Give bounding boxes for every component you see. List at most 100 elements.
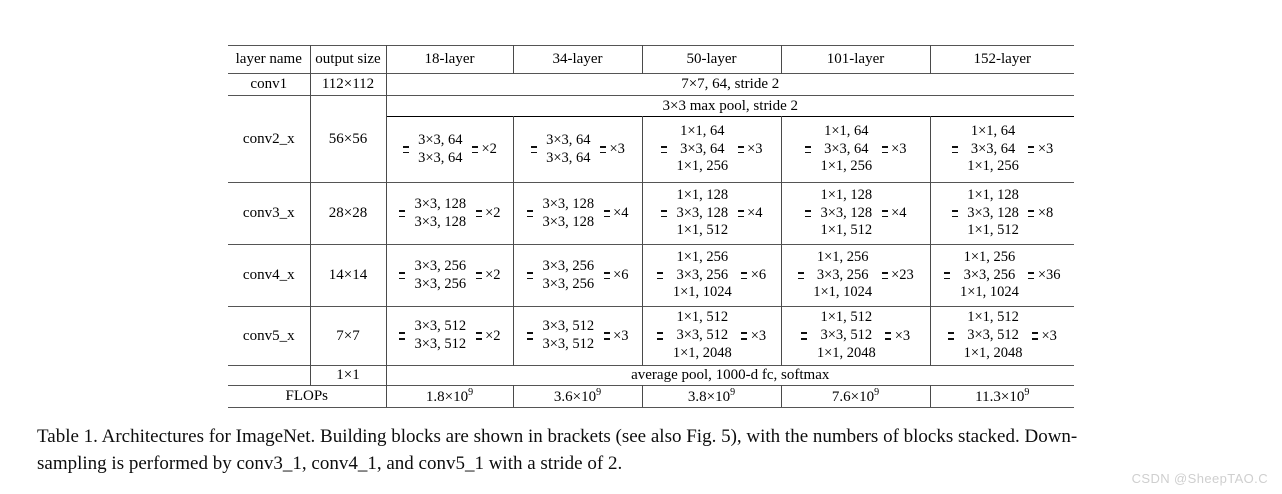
block-lines: 3×3, 128 3×3, 128 bbox=[536, 194, 600, 233]
cell-block-conv5-34: 3×3, 512 3×3, 512 ×3 bbox=[512, 306, 643, 366]
block-multiplier: ×3 bbox=[891, 141, 907, 158]
block-multiplier: ×6 bbox=[613, 267, 629, 284]
cell-block-conv2-18: 3×3, 64 3×3, 64 ×2 bbox=[385, 116, 514, 183]
block-multiplier: ×4 bbox=[891, 205, 907, 222]
block-lines: 1×1, 64 3×3, 64 1×1, 256 bbox=[670, 121, 734, 178]
block-lines: 1×1, 128 3×3, 128 1×1, 512 bbox=[961, 185, 1025, 242]
block-line: 3×3, 64 bbox=[824, 140, 869, 157]
block-line: 1×1, 128 bbox=[967, 186, 1019, 203]
table-row-conv2: 3×3, 64 3×3, 64 ×2 3×3, 64 3×3, 64 bbox=[228, 116, 1074, 183]
table-row-conv4: conv4_x 14×14 3×3, 256 3×3, 256 ×2 bbox=[228, 244, 1074, 307]
block-multiplier: ×3 bbox=[1041, 327, 1057, 344]
block-line: 1×1, 256 bbox=[820, 158, 873, 175]
caption-line-1: Table 1. Architectures for ImageNet. Bui… bbox=[37, 426, 1078, 447]
block-line: 3×3, 256 bbox=[414, 275, 467, 292]
block-lines: 3×3, 64 3×3, 64 bbox=[412, 130, 468, 169]
block-multiplier: ×2 bbox=[481, 141, 497, 158]
cell-output-size-avgpool: 1×1 bbox=[309, 365, 387, 386]
block-line: 3×3, 512 bbox=[414, 336, 467, 352]
block-lines: 3×3, 512 3×3, 512 bbox=[536, 316, 600, 355]
block-lines: 1×1, 512 3×3, 512 1×1, 2048 bbox=[811, 307, 882, 364]
block-line: 3×3, 512 bbox=[542, 336, 595, 352]
column-header-18-layer: 18-layer bbox=[385, 45, 514, 74]
column-header-50-layer: 50-layer bbox=[641, 45, 782, 74]
table-row-conv1: conv1 112×112 7×7, 64, stride 2 bbox=[228, 73, 1074, 96]
cell-block-conv3-34: 3×3, 128 3×3, 128 ×4 bbox=[512, 182, 643, 245]
cell-block-conv4-101: 1×1, 256 3×3, 256 1×1, 1024 ×23 bbox=[780, 244, 931, 307]
block-line: 3×3, 64 bbox=[970, 140, 1016, 157]
block-lines: 3×3, 64 3×3, 64 bbox=[540, 130, 596, 169]
cell-spec-maxpool: 3×3 max pool, stride 2 bbox=[385, 95, 1074, 117]
block-lines: 3×3, 256 3×3, 256 bbox=[408, 256, 472, 295]
column-header-34-layer: 34-layer bbox=[512, 45, 643, 74]
block-lines: 1×1, 512 3×3, 512 1×1, 2048 bbox=[667, 307, 738, 364]
cell-flops-101: 7.6×109 bbox=[780, 385, 931, 408]
block-lines: 3×3, 512 3×3, 512 bbox=[408, 316, 472, 355]
block-multiplier: ×4 bbox=[747, 205, 763, 222]
table-row-conv5: conv5_x 7×7 3×3, 512 3×3, 512 ×2 bbox=[228, 306, 1074, 366]
architecture-table: layer name output size 18-layer 34-layer… bbox=[228, 45, 1074, 408]
cell-block-conv5-18: 3×3, 512 3×3, 512 ×2 bbox=[385, 306, 514, 366]
block-line: 3×3, 128 bbox=[414, 195, 467, 212]
block-multiplier: ×3 bbox=[894, 327, 911, 344]
flops-exponent: 9 bbox=[1024, 386, 1030, 398]
cell-layer-name-conv2: conv2_x bbox=[228, 95, 311, 183]
block-line: 1×1, 64 bbox=[970, 122, 1016, 139]
flops-mantissa: 3.8×10 bbox=[687, 388, 731, 405]
block-line: 1×1, 512 bbox=[820, 309, 873, 326]
block-lines: 1×1, 256 3×3, 256 1×1, 1024 bbox=[954, 247, 1025, 304]
block-line: 3×3, 512 bbox=[676, 327, 729, 344]
cell-flops-18: 1.8×109 bbox=[385, 385, 514, 408]
flops-exponent: 9 bbox=[468, 386, 474, 398]
block-multiplier: ×4 bbox=[613, 205, 629, 222]
cell-output-size-conv5: 7×7 bbox=[309, 306, 387, 366]
block-multiplier: ×2 bbox=[485, 267, 501, 284]
block-multiplier: ×8 bbox=[1037, 205, 1054, 222]
architecture-table-container: layer name output size 18-layer 34-layer… bbox=[228, 45, 1074, 408]
block-line: 3×3, 128 bbox=[542, 213, 595, 230]
block-multiplier: ×3 bbox=[1037, 141, 1054, 158]
cell-output-size-conv2: 56×56 bbox=[309, 95, 387, 183]
block-line: 1×1, 512 bbox=[676, 222, 729, 239]
block-multiplier: ×2 bbox=[485, 205, 501, 222]
column-header-layer-name: layer name bbox=[228, 45, 311, 74]
cell-block-conv4-34: 3×3, 256 3×3, 256 ×6 bbox=[512, 244, 643, 307]
block-multiplier: ×23 bbox=[891, 267, 914, 284]
block-line: 3×3, 64 bbox=[418, 131, 463, 148]
cell-block-conv2-50: 1×1, 64 3×3, 64 1×1, 256 ×3 bbox=[641, 116, 782, 183]
flops-exponent: 9 bbox=[596, 386, 602, 398]
cell-block-conv2-152: 1×1, 64 3×3, 64 1×1, 256 ×3 bbox=[929, 116, 1074, 183]
csdn-watermark: CSDN @SheepTAO.C bbox=[1131, 471, 1268, 486]
block-line: 3×3, 256 bbox=[963, 266, 1016, 283]
block-line: 1×1, 2048 bbox=[672, 344, 732, 361]
cell-block-conv4-50: 1×1, 256 3×3, 256 1×1, 1024 ×6 bbox=[641, 244, 782, 307]
cell-block-conv5-101: 1×1, 512 3×3, 512 1×1, 2048 ×3 bbox=[780, 306, 931, 366]
block-lines: 1×1, 64 3×3, 64 1×1, 256 bbox=[814, 121, 878, 178]
cell-flops-label: FLOPs bbox=[228, 385, 387, 408]
cell-block-conv5-152: 1×1, 512 3×3, 512 1×1, 2048 ×3 bbox=[929, 306, 1074, 366]
block-line: 3×3, 256 bbox=[414, 257, 467, 274]
block-lines: 1×1, 512 3×3, 512 1×1, 2048 bbox=[958, 307, 1029, 364]
block-line: 1×1, 512 bbox=[967, 222, 1019, 239]
block-line: 3×3, 512 bbox=[967, 327, 1019, 344]
block-line: 1×1, 256 bbox=[676, 158, 729, 175]
cell-flops-50: 3.8×109 bbox=[641, 385, 782, 408]
table-row-maxpool: conv2_x 56×56 3×3 max pool, stride 2 bbox=[228, 95, 1074, 183]
block-line: 3×3, 256 bbox=[542, 275, 595, 292]
block-line: 1×1, 512 bbox=[676, 309, 729, 326]
block-lines: 1×1, 128 3×3, 128 1×1, 512 bbox=[670, 185, 734, 242]
block-line: 3×3, 512 bbox=[820, 327, 873, 344]
block-line: 1×1, 512 bbox=[967, 309, 1019, 326]
flops-mantissa: 1.8×10 bbox=[425, 388, 469, 405]
block-line: 3×3, 64 bbox=[680, 140, 725, 157]
block-lines: 3×3, 256 3×3, 256 bbox=[536, 256, 600, 295]
block-line: 3×3, 256 bbox=[542, 257, 595, 274]
block-line: 1×1, 512 bbox=[820, 222, 873, 239]
block-line: 1×1, 1024 bbox=[672, 284, 732, 301]
flops-mantissa: 3.6×10 bbox=[553, 388, 597, 405]
block-line: 3×3, 64 bbox=[418, 149, 463, 166]
table-header-row: layer name output size 18-layer 34-layer… bbox=[228, 45, 1074, 74]
cell-block-conv3-50: 1×1, 128 3×3, 128 1×1, 512 ×4 bbox=[641, 182, 782, 245]
block-multiplier: ×3 bbox=[747, 141, 763, 158]
block-line: 1×1, 128 bbox=[820, 186, 873, 203]
